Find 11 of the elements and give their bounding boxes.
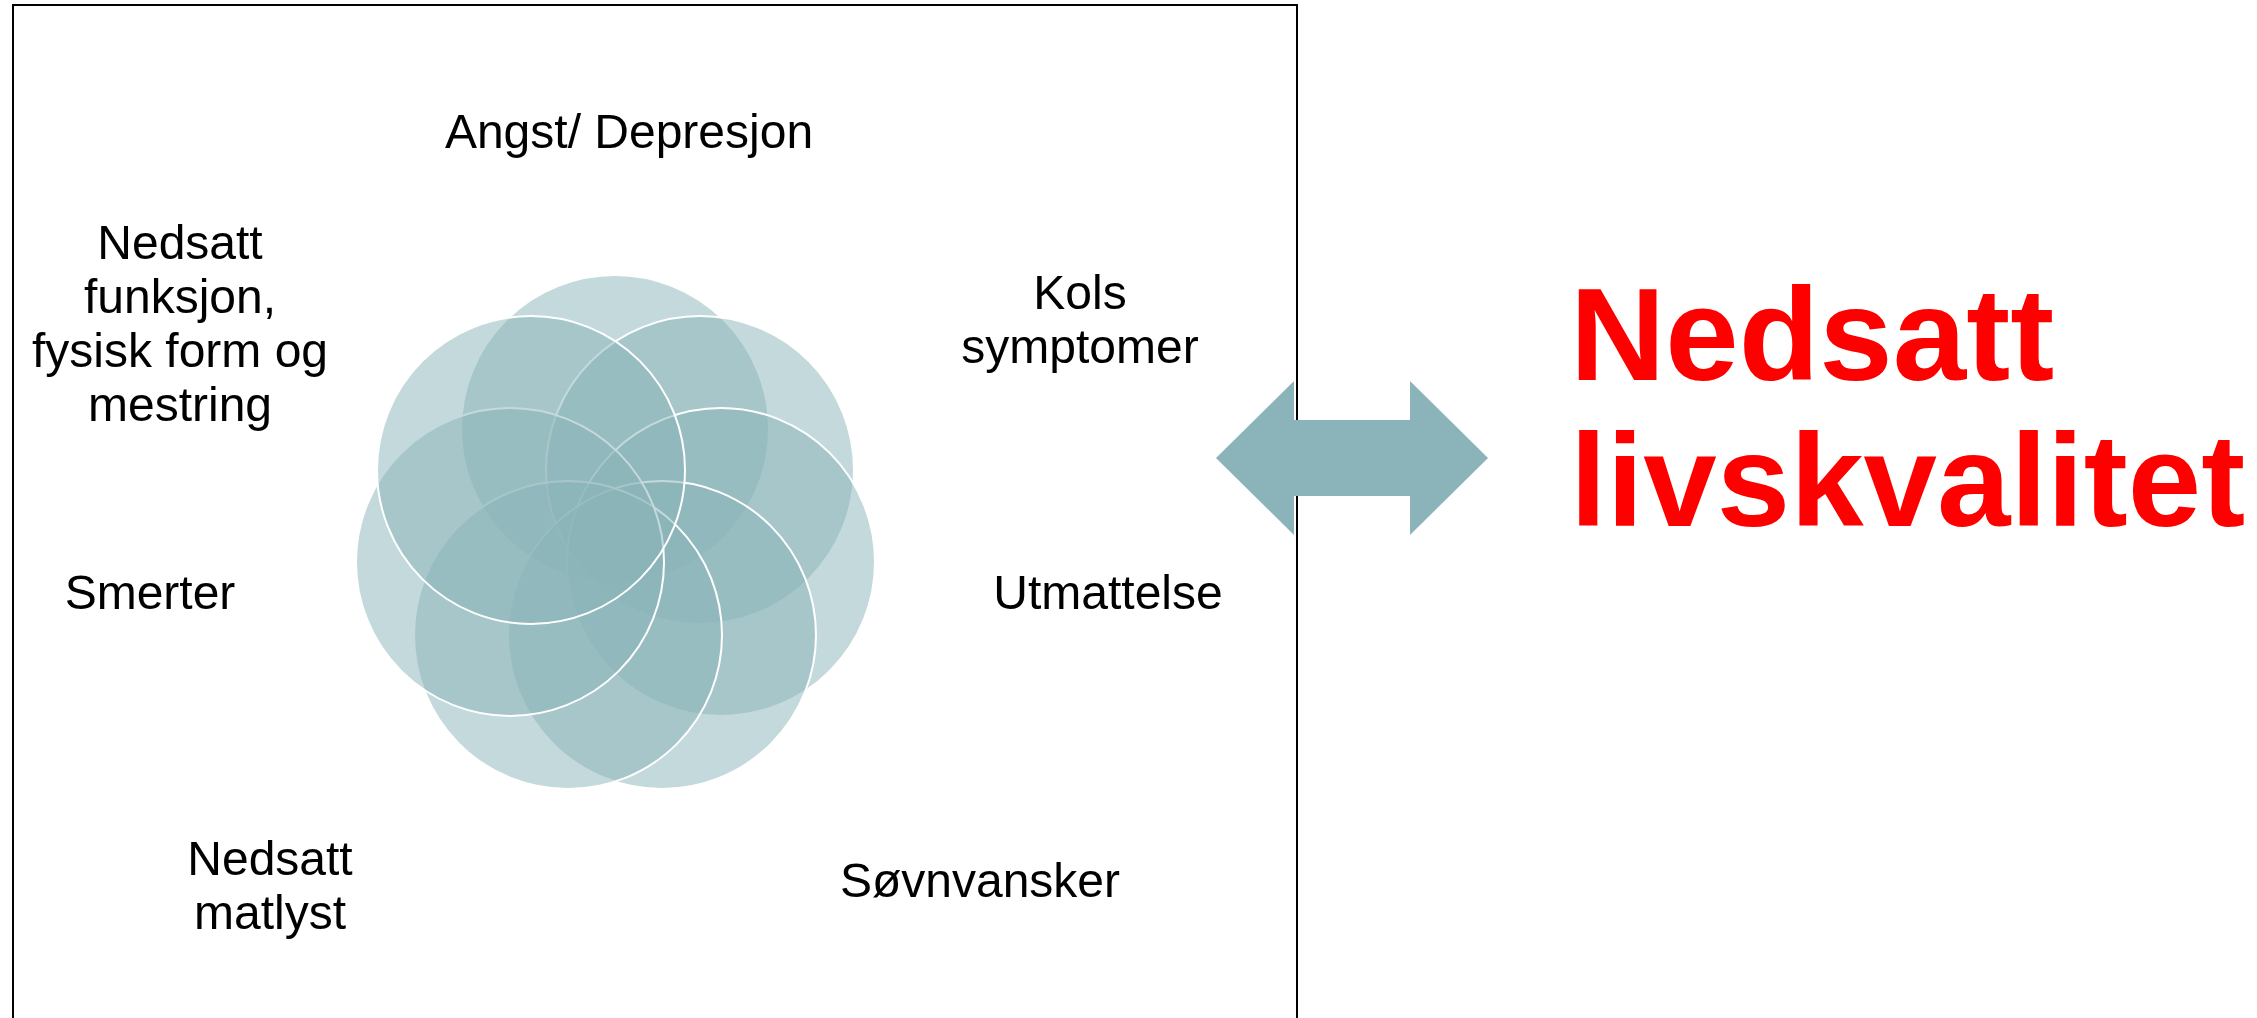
double-arrow (1216, 381, 1488, 535)
symptom-label: Kols symptomer (960, 266, 1200, 374)
symptom-label: Nedsatt funksjon, fysisk form og mestring (30, 216, 330, 432)
heading-text: Nedsatt livskvalitet (1570, 262, 2250, 554)
symptom-label: Smerter (63, 566, 237, 620)
symptom-label: Utmattelse (992, 566, 1224, 620)
symptom-label: Angst/ Depresjon (443, 105, 815, 159)
overlapping-circle (374, 314, 687, 627)
symptom-label: Nedsatt matlyst (186, 832, 354, 940)
symptom-label: Søvnvansker (838, 854, 1122, 908)
frame-box (12, 4, 1298, 1018)
